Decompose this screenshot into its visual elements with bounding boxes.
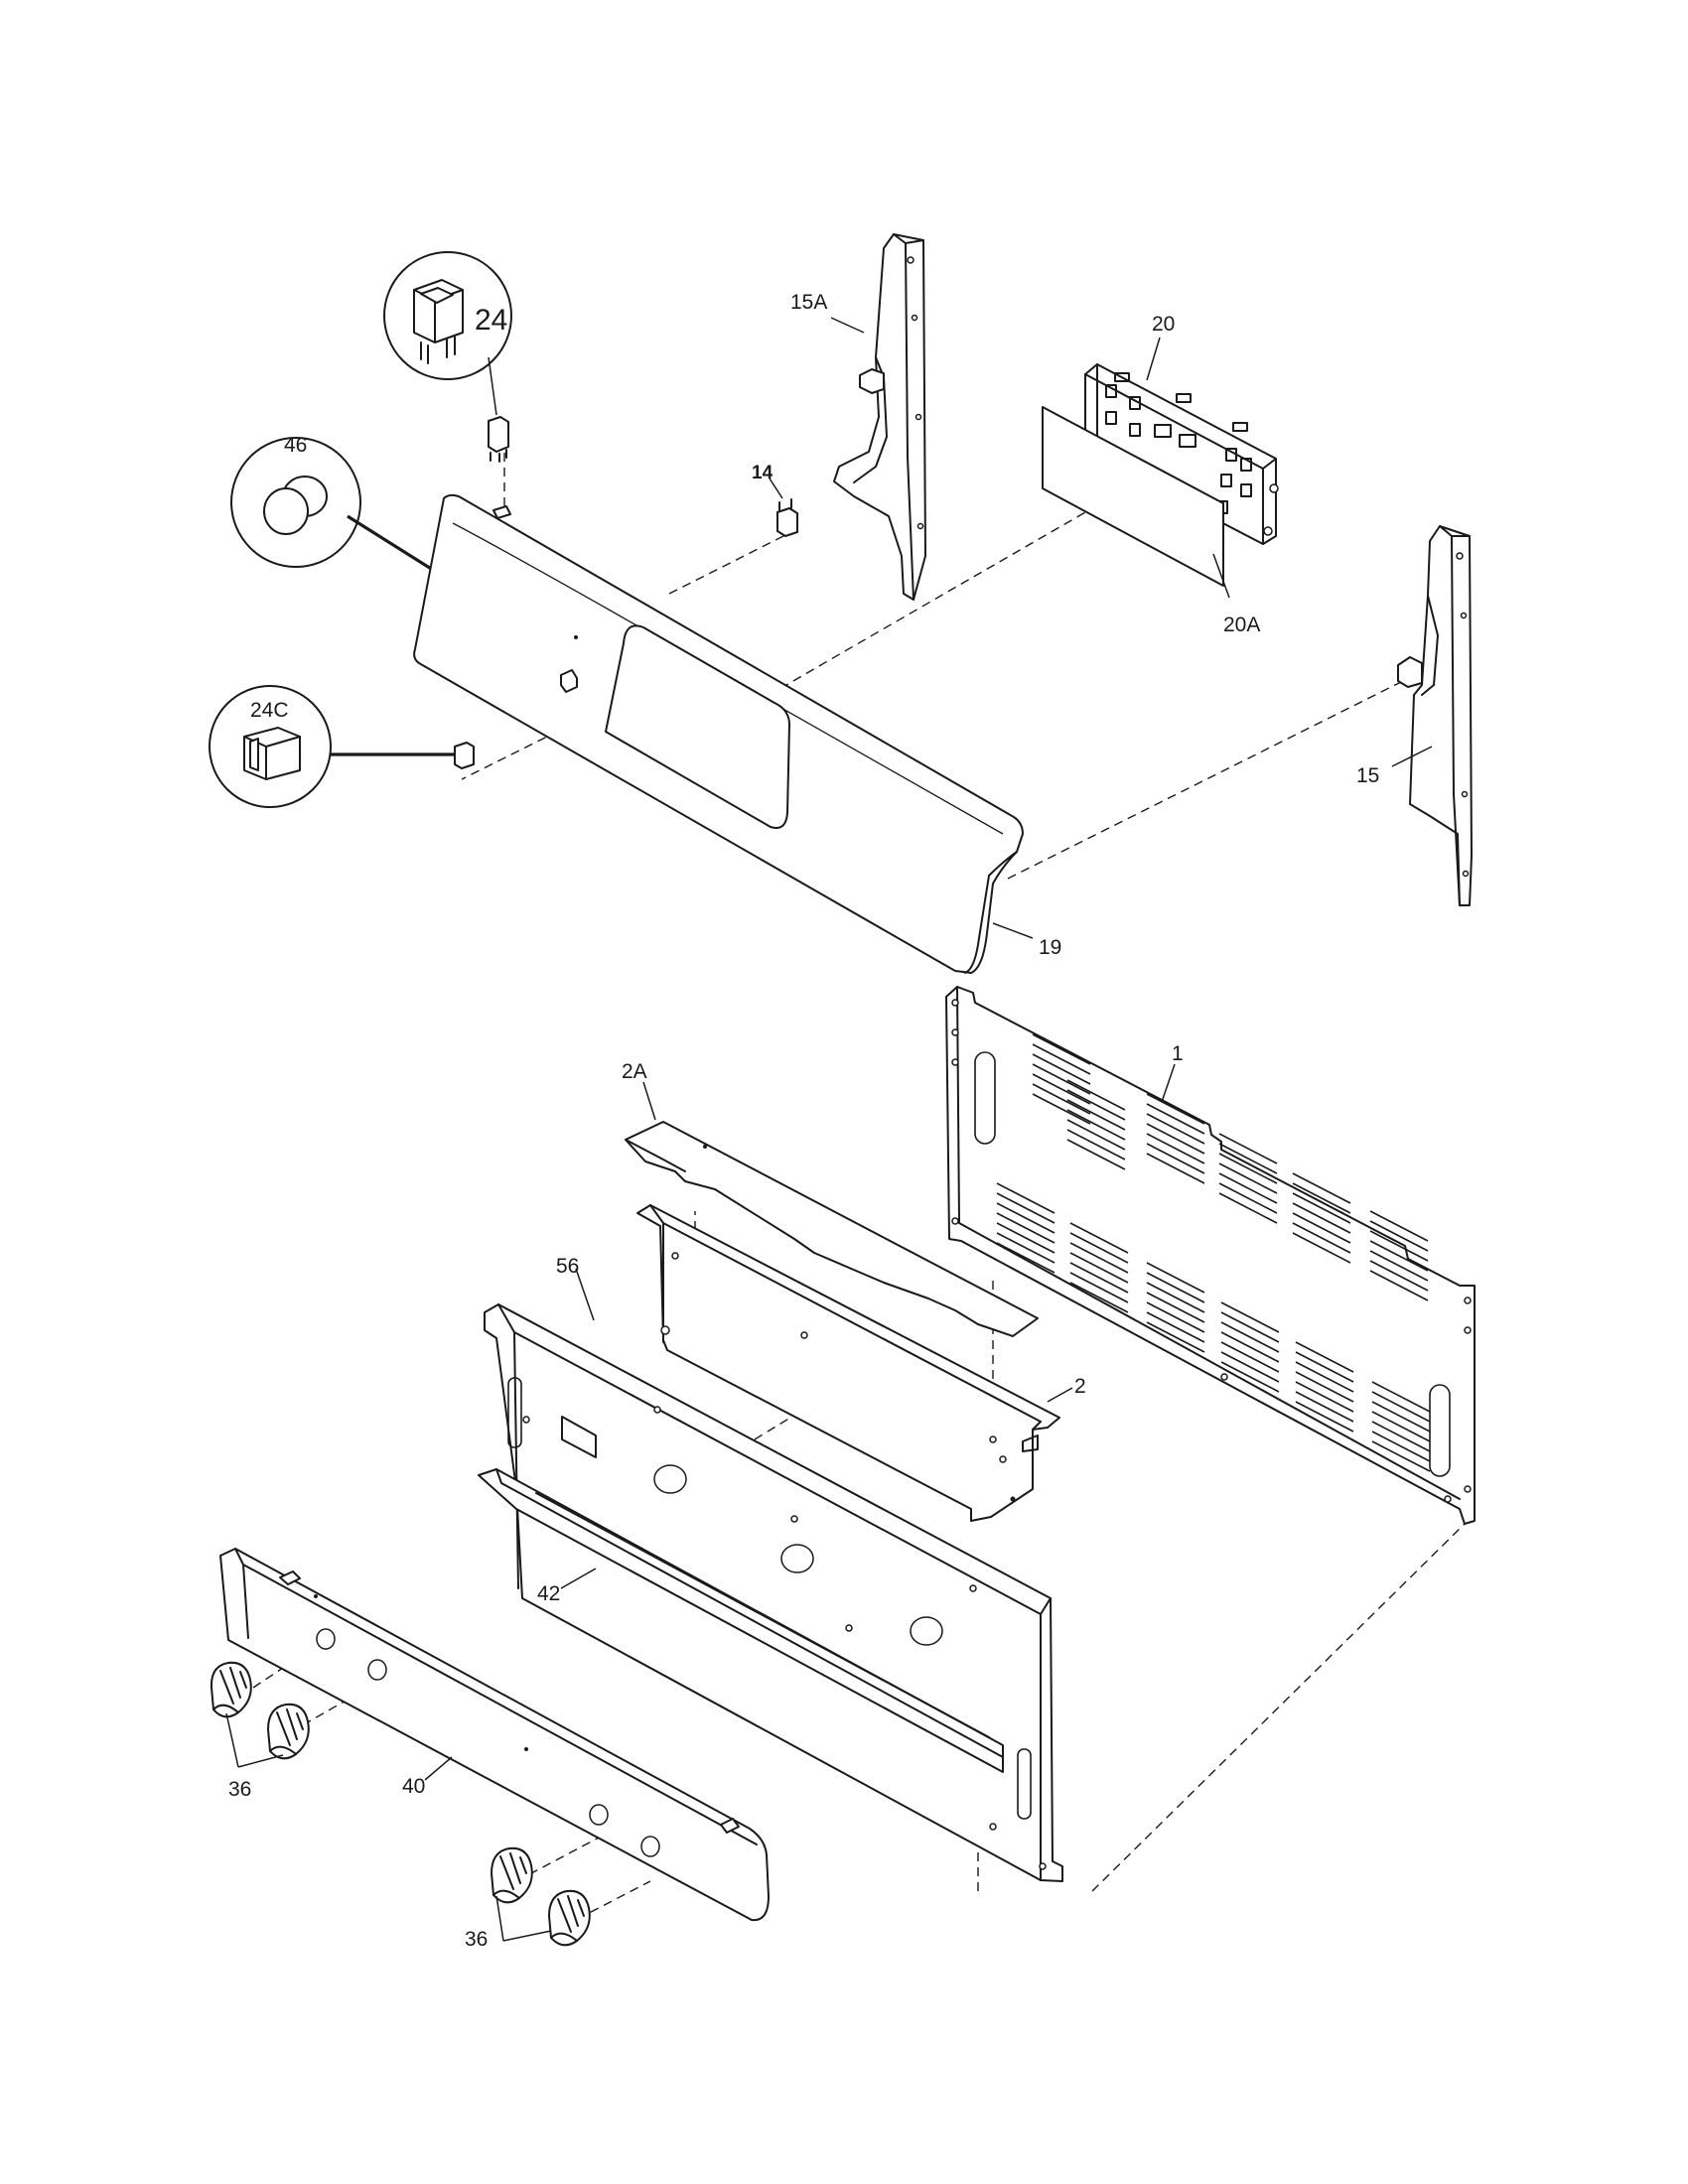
knob-1 [210,1661,252,1718]
knob-4 [548,1889,591,1947]
callout-2: 2 [1074,1375,1086,1398]
part-40-front-panel [219,1548,770,1922]
callout-24: 24 [475,304,507,337]
part-42-trim [478,1468,1004,1773]
callout-19: 19 [1039,936,1061,959]
callout-36-left: 36 [228,1778,251,1801]
knob-3 [491,1846,533,1904]
callout-24c: 24C [250,699,289,722]
callout-20: 20 [1152,313,1175,336]
callout-labels: 24 46 24C 14 15A 20 20A 15 19 2A 1 56 2 … [228,291,1379,1951]
part-19-console [413,493,1024,974]
callout-2a: 2A [622,1060,647,1083]
knob-2 [267,1703,310,1760]
leader-lines [225,317,1433,1942]
part-15-side-trim [1397,525,1473,906]
part-36-knobs [210,1661,591,1947]
part-24-switch [383,251,512,463]
callout-1: 1 [1172,1042,1184,1065]
callout-46: 46 [284,434,307,457]
callout-40: 40 [402,1775,425,1798]
part-15a-side-trim [833,233,926,601]
part-24c-switch [209,685,475,808]
callout-36-bottom: 36 [465,1928,488,1951]
callout-56: 56 [556,1255,579,1278]
part-56-bracket [484,1303,1063,1882]
part-14-switch [769,478,798,537]
part-1-rear-panel [945,986,1476,1525]
part-2-shield [636,1204,1060,1522]
callout-20a: 20A [1223,614,1260,636]
callout-14: 14 [752,463,774,483]
callout-42: 42 [537,1582,560,1605]
callout-15: 15 [1356,764,1379,787]
callout-15a: 15A [790,291,827,314]
part-20a-overlay [1042,406,1224,587]
part-2a-shield [625,1121,1039,1337]
